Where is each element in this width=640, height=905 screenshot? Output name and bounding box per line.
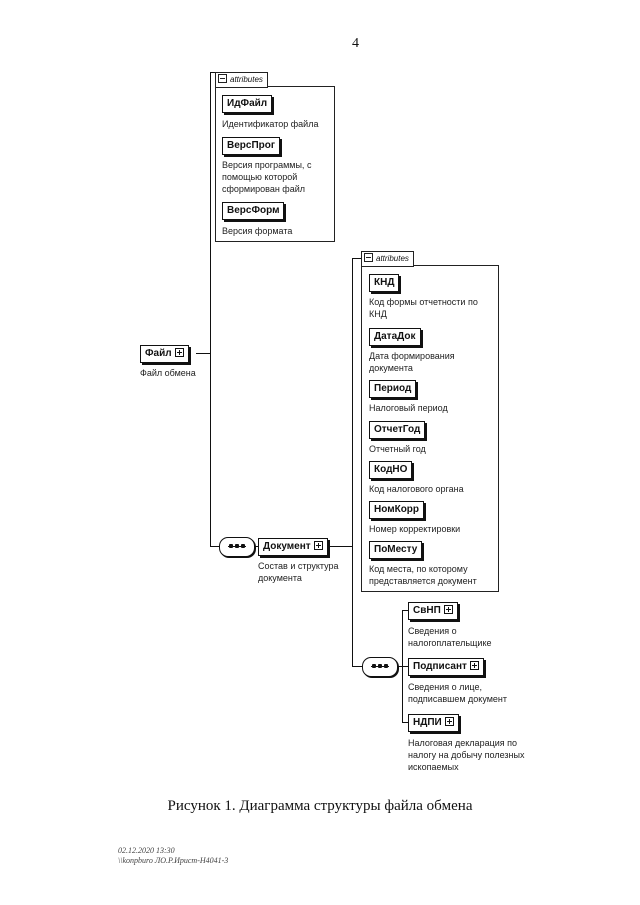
element-root[interactable]: Файл (140, 345, 189, 363)
sequence-icon (362, 657, 398, 677)
expand-icon[interactable] (443, 604, 453, 614)
attr-pomestu-desc: Код места, по которому представляется до… (369, 564, 477, 586)
connector-seq-doc (255, 546, 258, 547)
element-podpisant-label: Подписант (413, 661, 467, 672)
print-stamp-path: \\konpburo ЛО.Р.Ирист-Н4041-3 (118, 856, 229, 865)
element-document[interactable]: Документ (258, 538, 328, 556)
connector-root-trunk (210, 72, 211, 547)
expand-icon[interactable] (469, 660, 479, 670)
attr-otchetgod[interactable]: ОтчетГод (369, 421, 426, 439)
attr-kodno-desc: Код налогового органа (369, 484, 464, 494)
element-root-label: Файл (145, 348, 172, 359)
connector-to-svnp (402, 610, 408, 611)
collapse-icon[interactable] (218, 74, 227, 84)
attr-knd-desc: Код формы отчетности по КНД (369, 297, 478, 319)
group-tab-label: attributes (230, 75, 263, 84)
attr-versprog[interactable]: ВерсПрог (222, 137, 281, 155)
document-attributes-tab[interactable]: attributes (361, 251, 414, 267)
attr-versform-desc: Версия формата (222, 226, 293, 236)
connector-children-seq (398, 666, 402, 667)
collapse-icon[interactable] (364, 253, 373, 263)
attr-period-desc: Налоговый период (369, 403, 448, 413)
connector-root (196, 353, 210, 354)
attr-kodno[interactable]: КодНО (369, 461, 413, 479)
group-tab-label: attributes (376, 254, 409, 263)
element-document-desc: Состав и структура документа (258, 561, 339, 583)
attr-otchetgod-desc: Отчетный год (369, 444, 426, 454)
element-root-desc: Файл обмена (140, 368, 196, 378)
attr-idfile[interactable]: ИдФайл (222, 95, 273, 113)
element-ndpi-desc: Налоговая декларация по налогу на добычу… (408, 738, 525, 772)
attr-pomestu[interactable]: ПоМесту (369, 541, 423, 559)
sequence-icon (219, 537, 255, 557)
attr-nomkorr-desc: Номер корректировки (369, 524, 461, 534)
expand-icon[interactable] (444, 716, 454, 726)
attr-period[interactable]: Период (369, 380, 417, 398)
connector-doc (328, 546, 352, 547)
file-attributes-tab[interactable]: attributes (215, 72, 268, 88)
connector-to-podpisant (402, 666, 408, 667)
element-podpisant[interactable]: Подписант (408, 658, 484, 676)
element-podpisant-desc: Сведения о лице, подписавшем документ (408, 682, 508, 704)
attr-knd[interactable]: КНД (369, 274, 400, 292)
attr-datadok[interactable]: ДатаДок (369, 328, 421, 346)
element-svnp[interactable]: СвНП (408, 602, 458, 620)
attr-versform[interactable]: ВерсФорм (222, 202, 285, 220)
element-svnp-desc: Сведения о налогоплательщике (408, 626, 492, 648)
attr-datadok-desc: Дата формирования документа (369, 351, 455, 373)
connector-to-file-attrs (210, 72, 216, 73)
connector-to-seq (210, 546, 220, 547)
element-ndpi-label: НДПИ (413, 717, 442, 728)
element-document-label: Документ (263, 541, 311, 552)
connector-to-children-seq (352, 666, 362, 667)
print-stamp-date: 02.12.2020 13:30 (118, 846, 175, 855)
attr-nomkorr[interactable]: НомКорр (369, 501, 425, 519)
expand-icon[interactable] (174, 347, 184, 357)
connector-to-ndpi (402, 722, 408, 723)
attr-idfile-desc: Идентификатор файла (222, 119, 319, 129)
connector-doc-trunk (352, 258, 353, 666)
print-stamp: 02.12.2020 13:30 \\konpburo ЛО.Р.Ирист-Н… (118, 846, 228, 866)
element-svnp-label: СвНП (413, 605, 441, 616)
attr-versprog-desc: Версия программы, с помощью которой сфор… (222, 160, 312, 194)
element-ndpi[interactable]: НДПИ (408, 714, 459, 732)
figure-caption: Рисунок 1. Диаграмма структуры файла обм… (167, 798, 473, 814)
expand-icon[interactable] (313, 540, 323, 550)
connector-to-doc-attrs (352, 258, 362, 259)
page-number: 4 (352, 36, 359, 51)
